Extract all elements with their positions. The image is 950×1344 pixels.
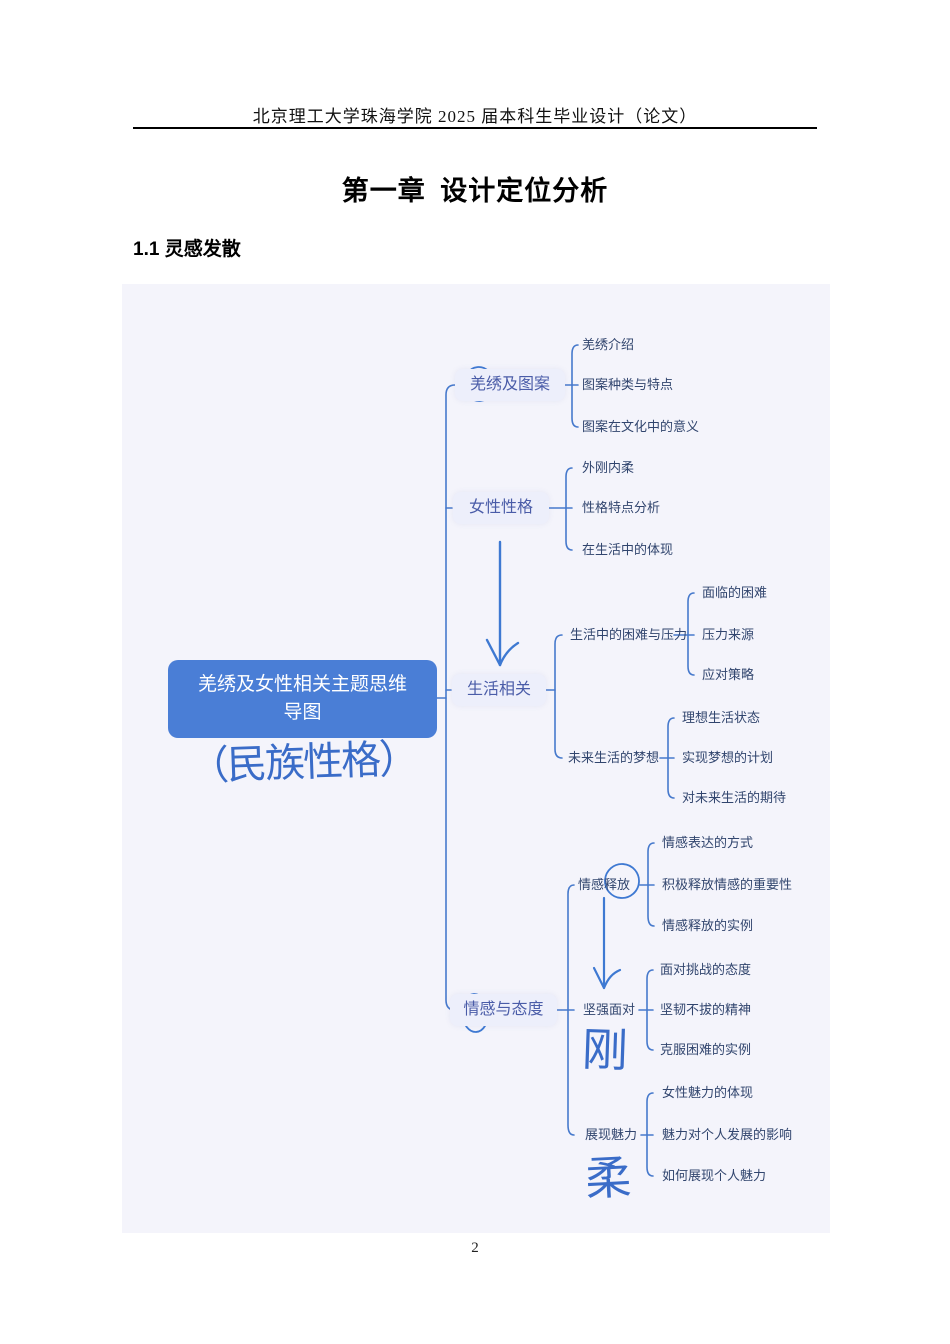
mindmap-leaf: 情感表达的方式 [662,835,754,850]
mindmap-leaf: 对未来生活的期待 [682,790,787,805]
circle-on-fang [604,863,640,899]
mindmap-leaf: 压力来源 [702,627,755,642]
section-heading: 1.1 灵感发散 [133,239,241,260]
branch-node-emotion-attitude: 情感与态度 [450,994,557,1026]
mindmap-leaf: 魅力对个人发展的影响 [662,1127,793,1142]
mindmap-leaf: 面临的困难 [702,585,768,600]
mindmap-leaf: 实现梦想的计划 [682,750,774,765]
chapter-title: 第一章 设计定位分析 [341,176,609,206]
mindmap-leaf: 羌绣介绍 [582,337,635,352]
mindmap-leaf: 克服困难的实例 [660,1042,752,1057]
branch-node-qiang-embroidery: 羌绣及图案 [455,369,565,401]
page-header: 北京理工大学珠海学院 2025 届本科生毕业设计（论文） [252,107,698,126]
mindmap-subtopic-charm: 展现魅力 [585,1127,638,1142]
mindmap-root-node: 羌绣及女性相关主题思维导图 [168,660,437,738]
handwritten-rou: 柔 [583,1150,633,1206]
mindmap-leaf: 面对挑战的态度 [660,962,752,977]
arrow-release-to-strong [592,896,622,990]
mindmap-leaf: 女性魅力的体现 [662,1085,754,1100]
header-rule [133,127,817,129]
branch-node-life-related: 生活相关 [452,674,546,706]
mindmap-leaf: 在生活中的体现 [582,542,674,557]
mindmap-subtopic-difficulties: 生活中的困难与压力 [570,627,688,642]
mindmap-leaf: 坚韧不拔的精神 [660,1002,752,1017]
branch-node-female-personality: 女性性格 [453,492,549,524]
mindmap-subtopic-strong: 坚强面对 [583,1002,636,1017]
mindmap-leaf: 图案种类与特点 [582,377,674,392]
mindmap-leaf: 性格特点分析 [582,500,661,515]
mindmap-leaf: 外刚内柔 [582,460,635,475]
arrow-personality-to-life [485,540,520,667]
mindmap-subtopic-release: 情感释放 [578,877,631,892]
handwritten-root-note: （民族性格） [188,737,418,789]
mindmap-leaf: 图案在文化中的意义 [582,419,700,434]
handwritten-gang: 刚 [581,1023,629,1077]
mindmap-subtopic-dreams: 未来生活的梦想 [568,750,660,765]
mindmap-leaf: 积极释放情感的重要性 [662,877,793,892]
mindmap-leaf: 情感释放的实例 [662,918,754,933]
mindmap-leaf: 应对策略 [702,667,755,682]
mindmap-leaf: 理想生活状态 [682,710,761,725]
figure-mindmap: 羌绣及女性相关主题思维导图 （民族性格） 刚 柔 羌绣及图案 女性性格 生活相关… [122,284,830,1233]
page-number: 2 [471,1240,479,1256]
mindmap-leaf: 如何展现个人魅力 [662,1168,767,1183]
